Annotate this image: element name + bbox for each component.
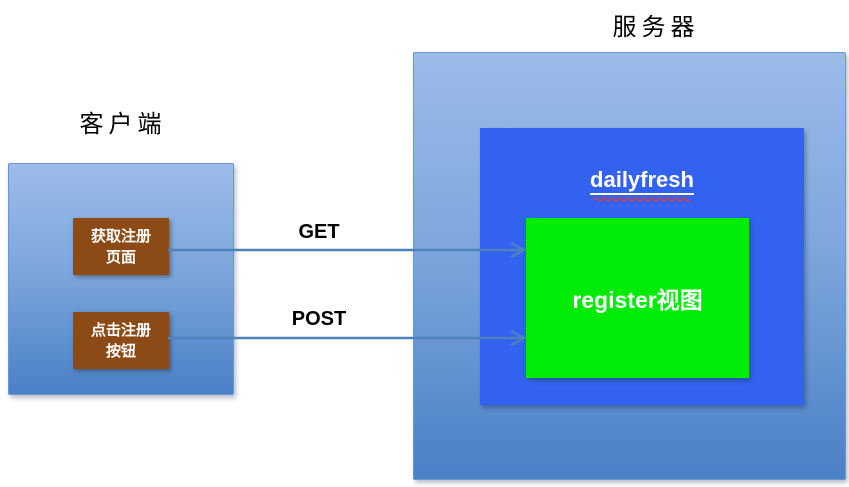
client-title: 客户端 [79,110,167,138]
register-view-box: register视图 [526,218,749,378]
post-arrow-label: POST [291,308,347,330]
step-label-line1: 获取注册 [90,227,151,245]
step-label-line2: 页面 [105,248,136,266]
server-title: 服务器 [612,13,700,41]
server-box: dailyfresh register视图 [413,52,846,480]
client-step-click-register: 点击注册 按钮 [73,312,169,369]
step-label-line1: 点击注册 [90,321,151,339]
client-box: 获取注册 页面 点击注册 按钮 [8,163,234,395]
client-step-get-page: 获取注册 页面 [73,218,169,275]
get-arrow-label: GET [298,221,340,243]
spellcheck-squiggle-line [594,197,690,202]
view-label: register视图 [572,287,703,313]
app-label: dailyfresh [590,167,694,196]
dailyfresh-app-box: dailyfresh register视图 [480,128,804,405]
app-label-wrap: dailyfresh [480,167,804,202]
step-label-line2: 按钮 [105,342,136,360]
